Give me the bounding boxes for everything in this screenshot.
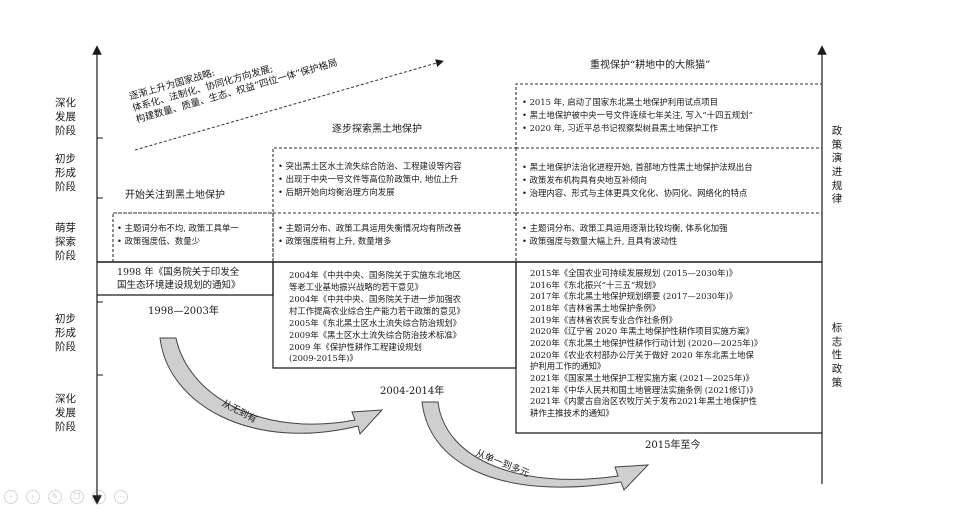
zoom-icon[interactable]: ⊕ bbox=[92, 490, 106, 504]
copy-icon[interactable]: ❐ bbox=[70, 490, 84, 504]
regularity-col2-mid: • 突出黑土区水土流失综合防治、工程建设等内容 • 出现于中央一号文件等高位阶政… bbox=[278, 161, 462, 198]
left-stage-sprouting: 萌芽探索阶段 bbox=[55, 222, 76, 262]
back-icon[interactable]: ‹ bbox=[4, 490, 18, 504]
more-icon[interactable]: ⋯ bbox=[114, 490, 128, 504]
stage-title-2: 逐步探索黑土地保护 bbox=[332, 124, 422, 135]
edit-icon[interactable]: ✎ bbox=[48, 490, 62, 504]
stage-title-1: 开始关注到黑土地保护 bbox=[125, 190, 225, 201]
forward-icon[interactable]: › bbox=[26, 490, 40, 504]
stage-title-3: 重视保护“耕地中的大熊猫” bbox=[590, 60, 711, 71]
left-stage-deepening-lower: 深化发展阶段 bbox=[55, 393, 76, 433]
right-label-regularity: 政策演进规律 bbox=[831, 125, 843, 206]
left-stage-forming-lower: 初步形成阶段 bbox=[55, 313, 76, 353]
transition-arrow-2 bbox=[421, 401, 650, 491]
left-stage-deepening-upper: 深化发展阶段 bbox=[55, 97, 76, 137]
period-label-3: 2015年至今 bbox=[645, 440, 701, 451]
regularity-col3-mid: • 黑土地保护法治化进程开始, 首部地方性黑土地保护法规出台 • 政策发布机构具… bbox=[522, 162, 753, 199]
stepped-dashed-boundary bbox=[112, 83, 822, 262]
period-label-1: 1998—2003年 bbox=[148, 306, 219, 317]
regularity-col3-lower: • 主题词分布、政策工具运用逐渐比较均衡, 体系化加强 • 政策强度与数量大幅上… bbox=[522, 223, 728, 247]
left-stage-forming-upper: 初步形成阶段 bbox=[55, 153, 76, 193]
regularity-col1-lower: • 主题词分布不均, 政策工具单一 • 政策强度低、数量少 bbox=[117, 223, 239, 247]
transition-arrow-1 bbox=[159, 337, 384, 436]
viewer-toolbar: ‹ › ✎ ❐ ⊕ ⋯ bbox=[4, 490, 128, 504]
regularity-col3-upper: • 2015 年, 启动了国家东北黑土地保护利用试点项目 • 黑土地保护被中央一… bbox=[522, 97, 753, 134]
trend-arrow bbox=[134, 59, 444, 151]
policy-step-boundary bbox=[97, 262, 822, 434]
period-label-2: 2004-2014年 bbox=[380, 386, 445, 397]
regularity-col2-lower: • 主题词分布、政策工具运用失衡情况均有所改善 • 政策强度稍有上升, 数量增多 bbox=[278, 223, 462, 247]
policies-period-2: 2004年《中共中央、国务院关于实施东北地区 等老工业基地振兴战略的若干意见》 … bbox=[289, 270, 465, 364]
policies-period-1: 1998 年《国务院关于印发全 国生态环境建设规划的通知》 bbox=[117, 267, 241, 292]
policies-period-3: 2015年《全国农业可持续发展规划 (2015—2030年)》 2016年《东北… bbox=[530, 268, 763, 419]
right-label-policies: 标志性政策 bbox=[831, 322, 843, 389]
